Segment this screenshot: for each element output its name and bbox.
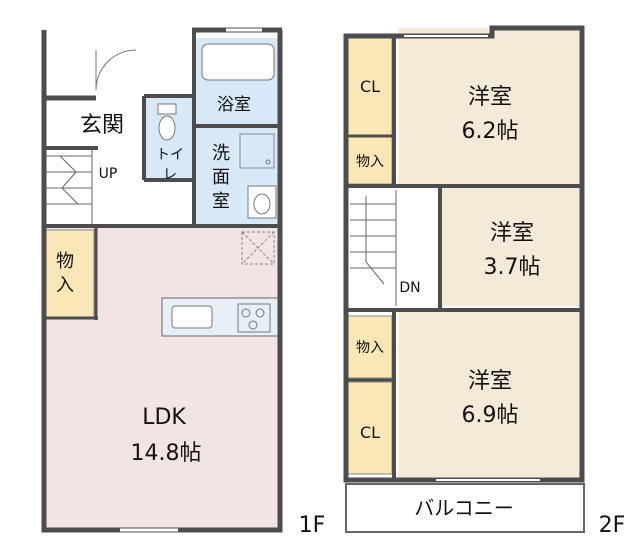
washroom-label: 洗面室 — [212, 143, 230, 212]
closet-bottom-fill — [347, 315, 393, 379]
room-a-size-label: 6.2帖 — [462, 119, 519, 144]
entrance-door — [95, 49, 137, 91]
room-b-name-label: 洋室 — [490, 221, 534, 246]
washbasin — [247, 185, 277, 219]
toilet-label: トイレ — [156, 147, 184, 183]
stove-burner-icon — [248, 320, 258, 330]
stairs-2f — [350, 190, 397, 306]
stove-burner-icon — [255, 308, 265, 318]
floor-2: CL 物入 物入 CL 洋室 6.2帖 洋室 3.7帖 洋室 6.9帖 DN バ… — [343, 25, 626, 538]
stairs-1f — [46, 150, 93, 224]
room-b-size-label: 3.7帖 — [484, 255, 541, 280]
cl-bottom-fill — [347, 381, 393, 475]
floor-1: 玄関 浴室 UP LDK 14.8帖 1F — [41, 27, 326, 538]
kitchen-sink — [171, 305, 213, 329]
floor-1-label: 1F — [299, 513, 326, 538]
room-c-size-label: 6.9帖 — [462, 403, 519, 428]
washer-space — [239, 133, 275, 169]
room-a-floor — [398, 28, 582, 184]
cl-top-label: CL — [360, 77, 380, 96]
room-b-floor — [442, 188, 582, 306]
bathtub — [201, 43, 275, 81]
up-label: UP — [99, 166, 118, 182]
cl-top-fill — [347, 37, 393, 137]
ldk-size-label: 14.8帖 — [131, 441, 202, 466]
balcony — [345, 483, 585, 533]
ldk-name-label: LDK — [142, 405, 186, 430]
down-label: DN — [399, 280, 420, 296]
walls-2f — [343, 25, 585, 483]
closet-1f-label: 物入 — [56, 251, 74, 296]
cl-bottom-label: CL — [360, 423, 380, 442]
closet-top-label: 物入 — [356, 154, 384, 170]
stove — [237, 303, 271, 333]
stove-burner-icon — [241, 308, 251, 318]
balcony-label: バルコニー — [414, 496, 514, 520]
closet-1f-fill — [43, 229, 95, 319]
entrance-label: 玄関 — [80, 113, 124, 138]
toilet-bowl-icon — [158, 115, 176, 141]
closet-bottom-label: 物入 — [356, 340, 384, 356]
bath-label: 浴室 — [217, 95, 251, 115]
fridge-space — [241, 231, 275, 265]
room-c-floor — [398, 312, 582, 478]
room-c-name-label: 洋室 — [468, 369, 512, 394]
floor-2-label: 2F — [599, 513, 626, 538]
room-a-name-label: 洋室 — [468, 85, 512, 110]
